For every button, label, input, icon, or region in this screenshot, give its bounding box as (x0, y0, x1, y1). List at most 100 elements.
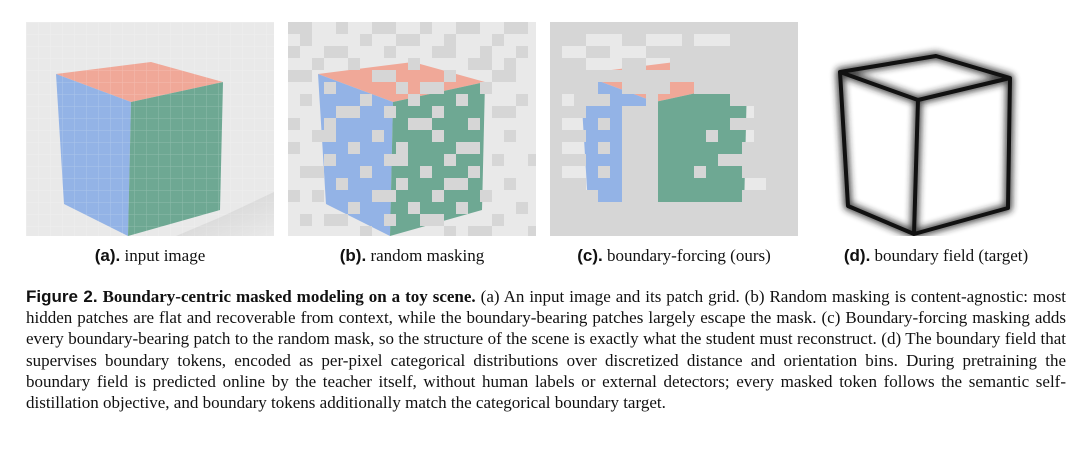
mask-patch (742, 190, 798, 202)
mask-patch (456, 202, 468, 214)
mask-patch (420, 82, 444, 94)
mask-patch (766, 178, 798, 190)
mask-patch (300, 166, 324, 178)
mask-patch (300, 94, 312, 106)
mask-patch (550, 214, 798, 226)
mask-patch (550, 178, 586, 190)
mask-patch (444, 34, 456, 46)
mask-patch (324, 46, 348, 58)
mask-patch (396, 34, 420, 46)
mask-patch (622, 82, 670, 94)
mask-patch (372, 190, 396, 202)
mask-patch (288, 22, 312, 34)
mask-patch (396, 142, 408, 154)
mask-patch (504, 22, 528, 34)
mask-patch (300, 34, 312, 46)
panel-boundary-forcing (550, 22, 798, 236)
caption-body: (a) An input image and its patch grid. (… (26, 287, 1067, 413)
mask-patch (730, 118, 798, 130)
mask-patch (492, 70, 516, 82)
boundary-forcing-figure (550, 22, 798, 236)
mask-patch (504, 130, 516, 142)
mask-patch (706, 130, 718, 142)
mask-patch (468, 118, 480, 130)
mask-patch (550, 118, 562, 130)
mask-patch (336, 106, 360, 118)
mask-patch (670, 58, 798, 70)
mask-patch (480, 46, 492, 58)
mask-patch (742, 142, 798, 154)
panel-random-masking (288, 22, 536, 236)
mask-patch (504, 178, 516, 190)
mask-patch (336, 178, 348, 190)
panel-input-image (26, 22, 274, 236)
mask-patch (348, 202, 360, 214)
mask-patch (622, 142, 658, 154)
mask-patch (528, 226, 536, 236)
mask-patch (598, 142, 610, 154)
mask-patch (408, 202, 420, 214)
mask-patch (432, 130, 444, 142)
mask-patch (480, 190, 492, 202)
mask-patch (360, 166, 372, 178)
mask-patch (718, 154, 798, 166)
mask-patch (550, 190, 598, 202)
mask-patch (550, 94, 562, 106)
mask-patch (622, 118, 658, 130)
figure-label: Figure 2. (26, 287, 98, 306)
mask-patch (444, 154, 456, 166)
mask-patch (420, 22, 432, 34)
mask-patch (550, 34, 586, 46)
mask-patch (372, 70, 396, 82)
mask-patch (288, 118, 300, 130)
mask-patch (468, 58, 492, 70)
mask-patch (586, 46, 610, 58)
mask-patch (432, 106, 444, 118)
mask-patch (694, 166, 706, 178)
mask-patch (622, 58, 646, 70)
mask-patch (694, 82, 798, 94)
mask-patch (492, 34, 504, 46)
mask-patch (516, 46, 528, 58)
mask-patch (324, 214, 348, 226)
mask-patch (622, 106, 658, 118)
mask-patch (288, 70, 312, 82)
mask-patch (550, 70, 798, 82)
mask-patch (336, 22, 348, 34)
mask-patch (360, 34, 372, 46)
mask-patch (312, 190, 324, 202)
mask-patch (550, 202, 798, 214)
mask-patch (408, 118, 432, 130)
mask-patch (384, 106, 396, 118)
mask-patch (528, 154, 536, 166)
mask-patch (384, 46, 396, 58)
mask-patch (312, 58, 324, 70)
subcaption-c: (c). boundary-forcing (ours) (577, 246, 771, 265)
mask-patch (420, 214, 444, 226)
mask-patch (730, 34, 798, 46)
mask-patch (288, 46, 300, 58)
random-masking-figure (288, 22, 536, 236)
mask-patch (348, 142, 360, 154)
mask-patch (456, 94, 468, 106)
mask-patch (288, 142, 300, 154)
mask-patch (384, 214, 396, 226)
mask-patch (372, 22, 396, 34)
mask-patch (360, 226, 372, 236)
mask-patch (550, 46, 562, 58)
mask-patch (468, 226, 492, 236)
mask-patch (408, 94, 420, 106)
mask-patch (324, 82, 336, 94)
mask-patch (456, 142, 480, 154)
subcaption-d: (d). boundary field (target) (843, 246, 1029, 265)
subcaption-b: (b). random masking (339, 246, 485, 265)
mask-patch (396, 178, 408, 190)
mask-patch (646, 46, 798, 58)
mask-patch (444, 70, 456, 82)
boundary-field-figure (812, 22, 1060, 236)
mask-patch (550, 22, 798, 34)
mask-patch (444, 226, 456, 236)
mask-patch (622, 190, 658, 202)
mask-patch (754, 130, 798, 142)
mask-patch (456, 22, 480, 34)
